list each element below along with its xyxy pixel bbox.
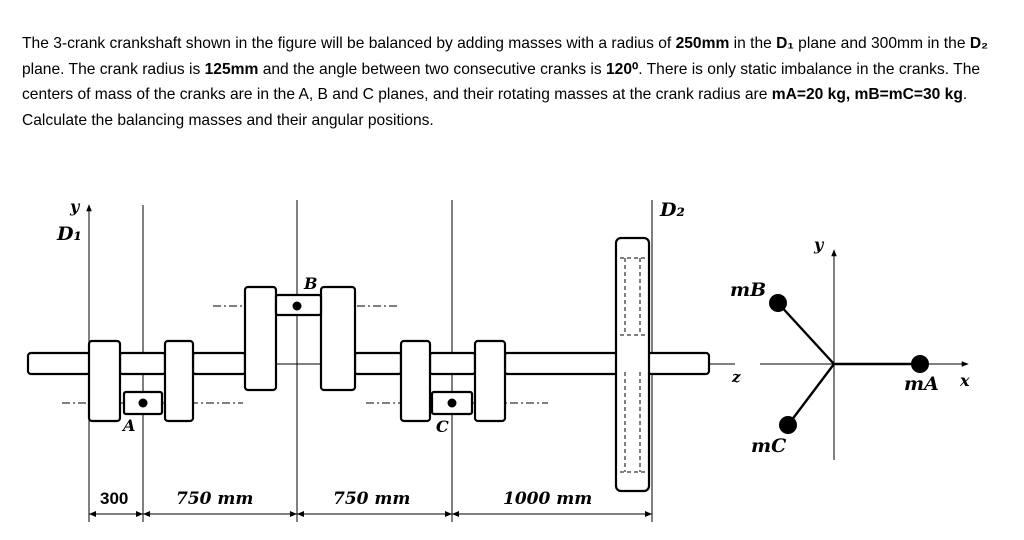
problem-text-3: plane and 300mm in the	[793, 35, 970, 52]
crank-pin-center-c	[447, 398, 457, 408]
problem-text-7: . Calculate the balancing masses and the…	[22, 86, 968, 129]
crank-web	[473, 339, 507, 423]
crank-label-b: B	[303, 274, 318, 293]
dimension-label-1: 300	[100, 489, 128, 508]
problem-text-1: The 3-crank crankshaft shown in the figu…	[22, 35, 676, 52]
shaft-end-right	[646, 351, 711, 376]
crank-web	[243, 285, 278, 392]
shaft-segment	[503, 351, 619, 376]
problem-text-2: in the	[729, 35, 777, 52]
mass-point-a	[911, 355, 929, 373]
vector-arm-b	[777, 302, 835, 365]
mass-point-b	[769, 294, 787, 312]
crank-web	[399, 339, 432, 423]
problem-bold-3: D₂	[969, 35, 989, 52]
dimension-label-3: 750 mm	[333, 489, 410, 509]
shaft-segment	[428, 351, 477, 376]
flywheel	[614, 236, 651, 493]
problem-bold-2: D₁	[776, 35, 794, 52]
problem-text-5: and the angle between two consecutive cr…	[258, 60, 606, 78]
shaft-end-left	[26, 351, 92, 376]
crank-web	[163, 339, 195, 423]
mass-point-c	[779, 416, 797, 434]
problem-bold-1: 250mm	[675, 35, 730, 52]
shaft-segment	[191, 351, 247, 376]
crank-pin-center-b	[292, 301, 302, 311]
crank-label-a: A	[121, 416, 135, 435]
crank-web	[319, 285, 357, 392]
crank-web	[87, 339, 122, 423]
shaft-segment	[118, 351, 167, 376]
mass-label-c: mC	[751, 435, 786, 457]
y-axis-label: y	[69, 197, 81, 216]
problem-text-6: . There is only static imbalance in the …	[22, 60, 981, 104]
dimension-label-4: 1000 mm	[503, 489, 592, 509]
plane-label-d1: D₁	[56, 223, 82, 245]
problem-text-4: plane. The crank radius is	[22, 60, 205, 78]
vector-arm-c	[787, 363, 835, 426]
dimension-label-2: 750 mm	[176, 489, 253, 509]
problem-bold-4: 125mm	[204, 60, 259, 78]
vector-y-label: y	[813, 235, 825, 254]
mass-label-b: mB	[730, 279, 766, 301]
problem-bold-6: mA=20 kg, mB=mC=30 kg	[771, 86, 963, 104]
crank-label-c: C	[436, 417, 449, 436]
shaft-segment	[353, 351, 403, 376]
problem-bold-5: 120⁰	[605, 60, 639, 78]
vector-x-label: x	[959, 371, 970, 390]
z-axis-label: z	[731, 368, 741, 386]
plane-label-d2: D₂	[659, 199, 685, 221]
crank-pin-center-a	[138, 398, 148, 408]
problem-statement: The 3-crank crankshaft shown in the figu…	[22, 31, 1012, 133]
mass-label-a: mA	[904, 373, 939, 395]
